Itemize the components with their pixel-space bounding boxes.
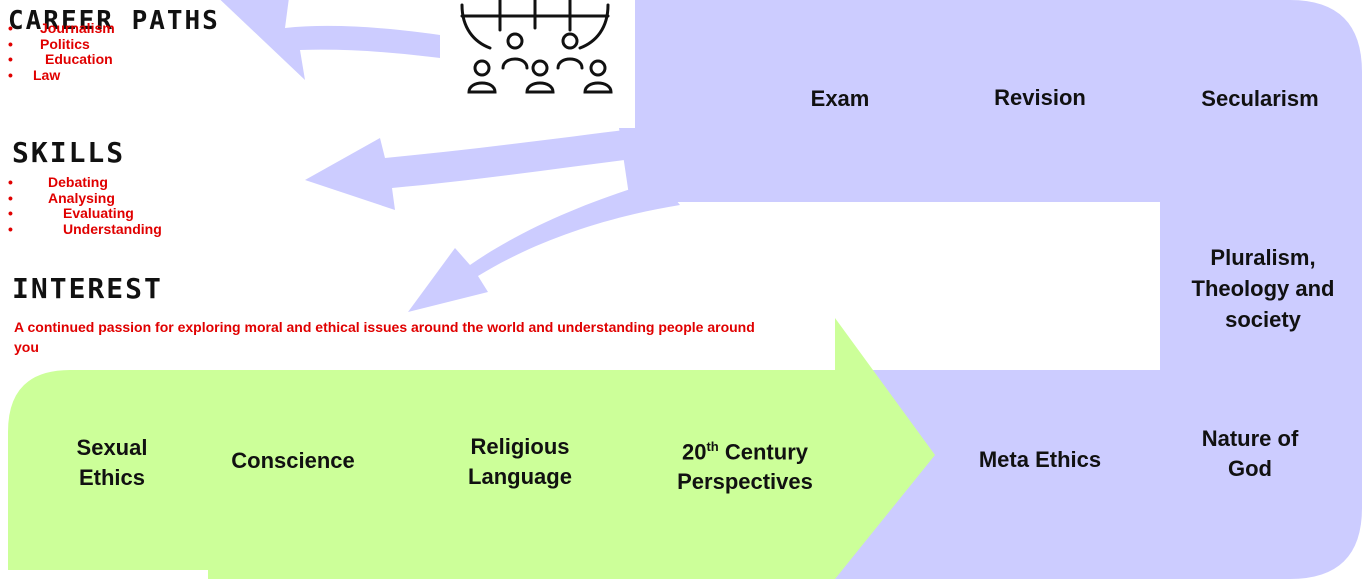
arrow-skills bbox=[305, 128, 640, 210]
topic-secularism: Secularism bbox=[1201, 86, 1319, 111]
list-item: •Analysing bbox=[8, 189, 115, 206]
topic-revision: Revision bbox=[994, 85, 1086, 110]
interest-text: A continued passion for exploring moral … bbox=[14, 319, 755, 355]
topic-meta-ethics: Meta Ethics bbox=[978, 447, 1102, 472]
list-item: •Understanding bbox=[8, 220, 162, 237]
bullet-icon: • bbox=[8, 174, 13, 190]
list-item: •Debating bbox=[8, 174, 108, 190]
career-paths-list: •Journalism •Politics •Education •Law bbox=[8, 20, 118, 83]
century-superscript: th bbox=[706, 439, 719, 454]
topic-sexual-ethics: Sexual Ethics bbox=[76, 435, 148, 490]
list-item: •Politics bbox=[8, 35, 90, 52]
list-item: •Education bbox=[8, 51, 113, 67]
skills-heading: SKILLS bbox=[12, 136, 126, 169]
topic-nature-of-god: Nature of God bbox=[1201, 426, 1299, 481]
bullet-icon: • bbox=[8, 51, 13, 67]
bullet-icon: • bbox=[8, 35, 13, 52]
arrow-career-paths bbox=[220, 0, 470, 80]
perspectives-word: Perspectives bbox=[677, 469, 813, 495]
group-of-people-globe-icon bbox=[460, 0, 613, 94]
topic-pluralism: Pluralism, Theology and society bbox=[1191, 245, 1335, 332]
bullet-icon: • bbox=[8, 66, 13, 83]
arrow-interest bbox=[408, 180, 680, 312]
bullet-icon: • bbox=[8, 189, 13, 206]
lower-path-band bbox=[8, 318, 935, 579]
bullet-icon: • bbox=[8, 205, 13, 221]
career-paths-heading: CAREER PATHS bbox=[8, 6, 220, 36]
topic-religious-language: Religious Language bbox=[468, 434, 572, 489]
bullet-icon: • bbox=[8, 220, 13, 237]
topic-20th-century-perspectives: 20th Century Perspectives bbox=[645, 432, 845, 497]
list-item: •Law bbox=[8, 66, 61, 83]
century-number: 20 bbox=[681, 439, 707, 465]
list-item: •Journalism bbox=[8, 20, 115, 36]
interest-heading: INTEREST bbox=[12, 272, 163, 305]
century-word: Century bbox=[724, 439, 808, 465]
skills-list: •Debating •Analysing •Evaluating •Unders… bbox=[8, 174, 162, 237]
list-item: •Evaluating bbox=[8, 205, 134, 221]
topic-exam: Exam bbox=[810, 86, 870, 111]
bullet-icon: • bbox=[8, 20, 13, 36]
topic-conscience: Conscience bbox=[231, 448, 355, 473]
